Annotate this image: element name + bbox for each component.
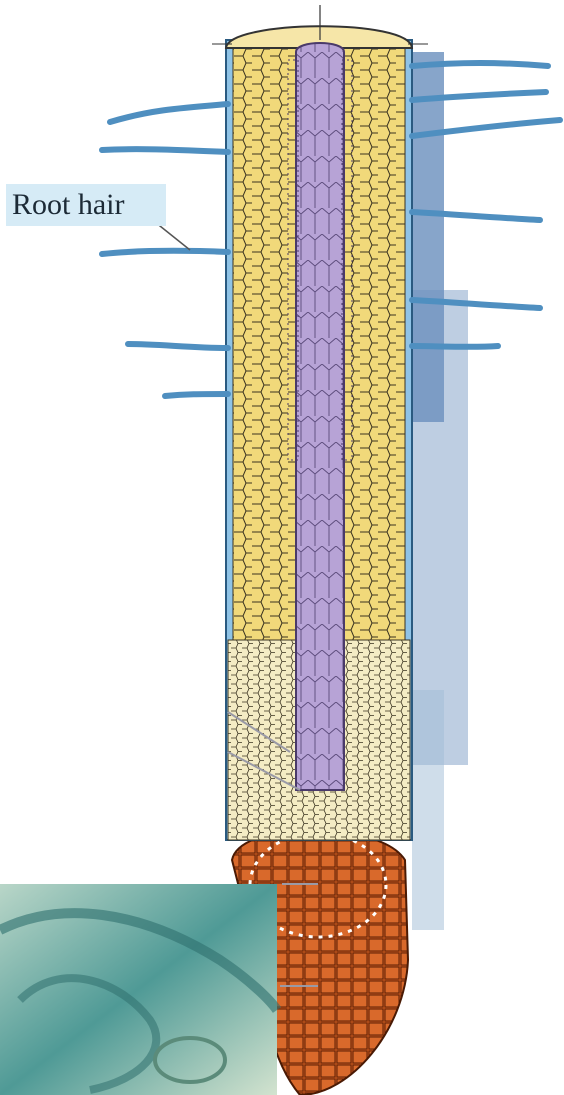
root-hair-label: Root hair	[6, 184, 166, 226]
shadow-panels	[412, 52, 468, 930]
micrograph-inset	[0, 884, 277, 1095]
vascular-cylinder	[288, 43, 352, 790]
